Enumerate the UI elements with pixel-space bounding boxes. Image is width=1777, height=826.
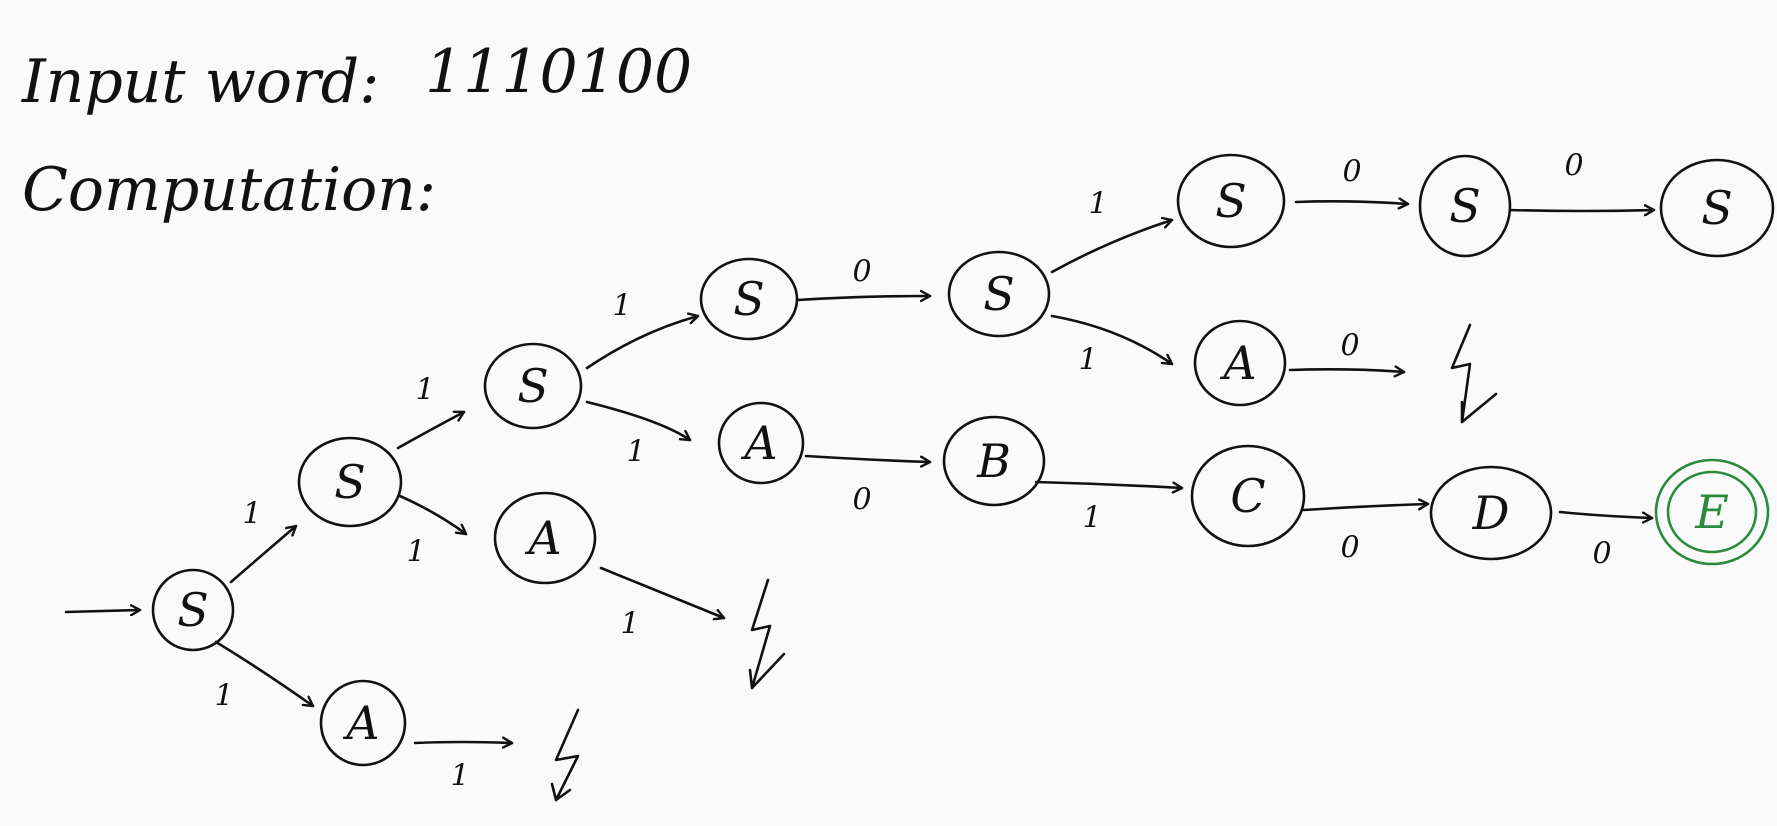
edge-n10-dead	[1288, 369, 1406, 372]
edge-label: 1	[242, 497, 261, 532]
svg-text:D: D	[1472, 486, 1510, 540]
input-word-value: 1110100	[425, 37, 692, 107]
edge-label: 1	[406, 535, 425, 570]
edge-n2-dead	[413, 742, 514, 743]
edge-n6-n8	[804, 454, 932, 462]
edge-label: 1	[450, 759, 469, 794]
state-node: A	[717, 401, 805, 485]
state-node: S	[297, 436, 403, 528]
state-node: S	[1418, 154, 1512, 258]
edge-label: 0	[1564, 149, 1583, 184]
edge-n12-n14	[1508, 210, 1656, 211]
edge-n1-n4	[398, 494, 468, 536]
edge-n0-n2	[214, 640, 315, 708]
edge-n7-n9	[1050, 220, 1174, 274]
edge-label: 0	[1592, 537, 1611, 572]
edge-label: 1	[1088, 187, 1107, 222]
state-node: S	[947, 250, 1051, 338]
edge-n13-n15	[1558, 510, 1654, 518]
computation-label: Computation:	[22, 155, 436, 225]
state-node: A	[1193, 319, 1287, 407]
state-node: S	[699, 257, 799, 341]
svg-text:B: B	[976, 434, 1011, 488]
accepting-state-node: E	[1654, 458, 1770, 566]
svg-text:A: A	[740, 416, 777, 470]
initial-arrow	[64, 610, 142, 612]
edge-label: 1	[626, 435, 645, 470]
edge-n7-n10	[1050, 314, 1174, 366]
state-node: S	[151, 568, 235, 652]
edge-n4-dead	[599, 566, 726, 618]
edge-n5-n7	[796, 296, 932, 300]
svg-text:S: S	[983, 267, 1015, 321]
dead-end-icon	[748, 578, 786, 690]
svg-text:S: S	[1449, 179, 1481, 233]
dead-end-icon	[1450, 323, 1498, 424]
edge-n0-n1	[229, 524, 298, 584]
state-node: S	[1176, 153, 1286, 249]
edge-n3-n5	[585, 316, 700, 370]
edge-label: 1	[612, 289, 631, 324]
svg-text:S: S	[177, 583, 209, 637]
svg-text:S: S	[334, 455, 366, 509]
input-word-label: Input word:	[21, 47, 379, 117]
state-node: A	[493, 491, 597, 585]
edge-label: 1	[415, 373, 434, 408]
svg-text:S: S	[733, 272, 765, 326]
edge-label: 0	[1340, 531, 1359, 566]
edge-label: 0	[852, 483, 871, 518]
edge-n9-n12	[1294, 201, 1410, 204]
edge-n1-n3	[396, 412, 466, 450]
svg-text:C: C	[1230, 469, 1265, 523]
state-node: S	[483, 342, 583, 430]
edge-label: 1	[1078, 343, 1097, 378]
state-node: S	[1659, 158, 1775, 258]
edge-n11-n13	[1302, 504, 1430, 512]
edge-n8-n11	[1034, 480, 1184, 488]
edge-n3-n6	[585, 400, 692, 442]
svg-text:S: S	[1215, 174, 1247, 228]
svg-text:A: A	[1219, 336, 1256, 390]
svg-text:A: A	[342, 696, 379, 750]
svg-text:S: S	[1701, 181, 1733, 235]
svg-text:S: S	[517, 359, 549, 413]
state-node: B	[942, 415, 1046, 507]
edge-label: 1	[620, 607, 639, 642]
svg-text:A: A	[524, 511, 561, 565]
edge-label: 0	[852, 255, 871, 290]
state-node: A	[319, 679, 407, 767]
dead-end-icon	[550, 708, 580, 802]
svg-text:E: E	[1694, 485, 1729, 539]
edge-label: 0	[1340, 329, 1359, 364]
state-node: D	[1429, 465, 1553, 561]
edge-label: 1	[214, 679, 233, 714]
state-node: C	[1190, 444, 1306, 548]
edge-label: 0	[1342, 155, 1361, 190]
edge-label: 1	[1082, 501, 1101, 536]
